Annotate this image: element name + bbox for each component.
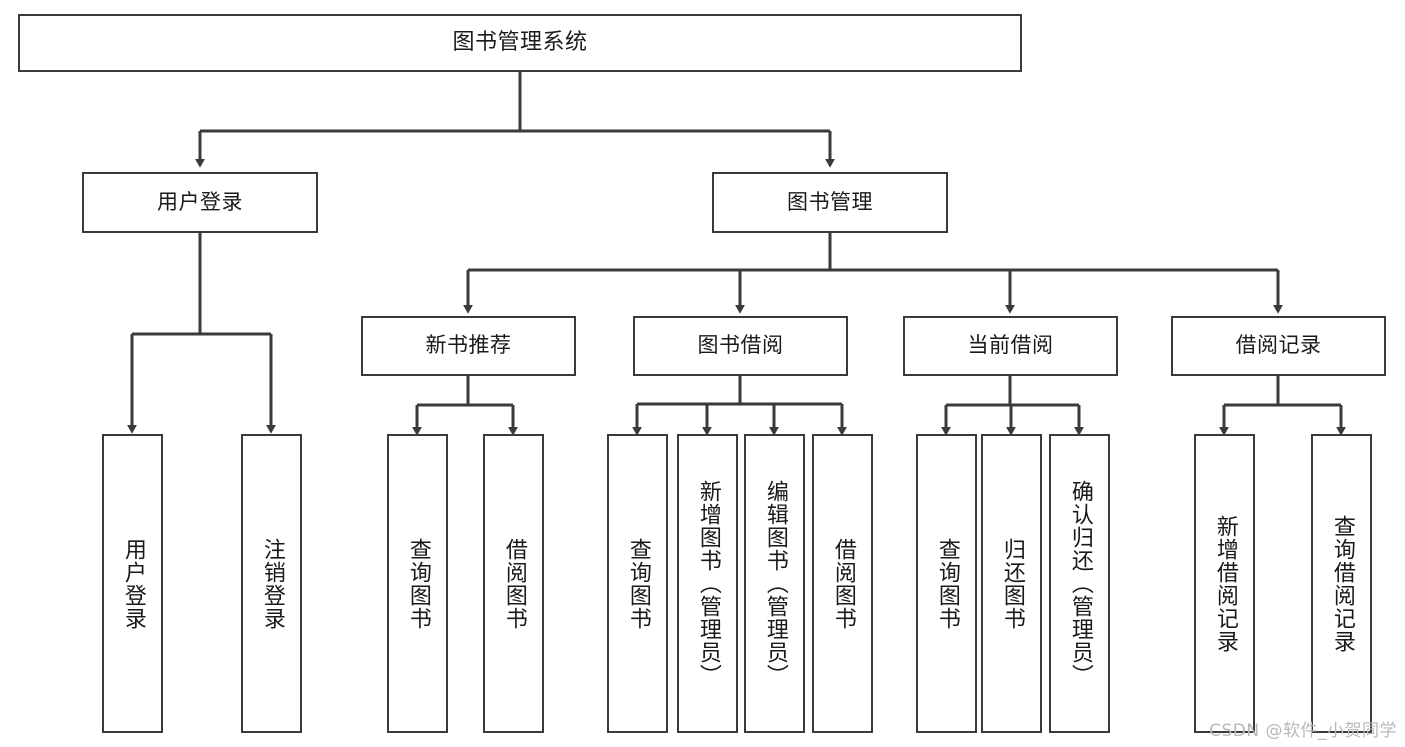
node-user-login[interactable]: 用户登录 — [82, 172, 318, 233]
node-label: 新增借阅记录 — [1212, 514, 1238, 653]
node-label: 用户登录 — [157, 189, 243, 214]
leaf-book-borrow-borrow[interactable]: 借阅图书 — [812, 434, 873, 733]
node-label: 注销登录 — [259, 537, 285, 630]
node-label: 编辑图书（管理员） — [762, 480, 788, 687]
node-label: 确认归还（管理员） — [1067, 480, 1093, 687]
leaf-current-borrow-confirm-return[interactable]: 确认归还（管理员） — [1049, 434, 1110, 733]
node-book-management[interactable]: 图书管理 — [712, 172, 948, 233]
node-label: 归还图书 — [999, 537, 1025, 630]
node-label: 用户登录 — [120, 537, 146, 630]
leaf-new-book-borrow[interactable]: 借阅图书 — [483, 434, 544, 733]
leaf-user-login-logout[interactable]: 注销登录 — [241, 434, 302, 733]
node-label: 借阅图书 — [830, 537, 856, 630]
node-label: 查询图书 — [934, 537, 960, 630]
node-label: 图书管理 — [787, 189, 873, 214]
leaf-borrow-record-add[interactable]: 新增借阅记录 — [1194, 434, 1255, 733]
leaf-book-borrow-edit[interactable]: 编辑图书（管理员） — [744, 434, 805, 733]
node-borrow-record[interactable]: 借阅记录 — [1171, 316, 1386, 376]
node-current-borrow[interactable]: 当前借阅 — [903, 316, 1118, 376]
leaf-user-login-login[interactable]: 用户登录 — [102, 434, 163, 733]
node-label: 图书借阅 — [697, 333, 784, 358]
node-book-borrow[interactable]: 图书借阅 — [633, 316, 848, 376]
node-label: 查询图书 — [405, 537, 431, 630]
node-new-book-recommend[interactable]: 新书推荐 — [361, 316, 576, 376]
node-label: 借阅记录 — [1235, 333, 1322, 358]
node-label: 新增图书（管理员） — [695, 480, 721, 687]
node-label: 当前借阅 — [967, 333, 1054, 358]
leaf-book-borrow-query[interactable]: 查询图书 — [607, 434, 668, 733]
node-label: 查询图书 — [625, 537, 651, 630]
node-label: 借阅图书 — [501, 537, 527, 630]
node-root-system[interactable]: 图书管理系统 — [18, 14, 1022, 72]
node-label: 图书管理系统 — [452, 29, 588, 55]
node-label: 查询借阅记录 — [1329, 514, 1355, 653]
leaf-new-book-query[interactable]: 查询图书 — [387, 434, 448, 733]
leaf-borrow-record-query[interactable]: 查询借阅记录 — [1311, 434, 1372, 733]
leaf-current-borrow-query[interactable]: 查询图书 — [916, 434, 977, 733]
watermark-text: CSDN @软件_小贺同学 — [1209, 721, 1397, 741]
leaf-current-borrow-return[interactable]: 归还图书 — [981, 434, 1042, 733]
node-label: 新书推荐 — [425, 333, 512, 358]
leaf-book-borrow-add[interactable]: 新增图书（管理员） — [677, 434, 738, 733]
